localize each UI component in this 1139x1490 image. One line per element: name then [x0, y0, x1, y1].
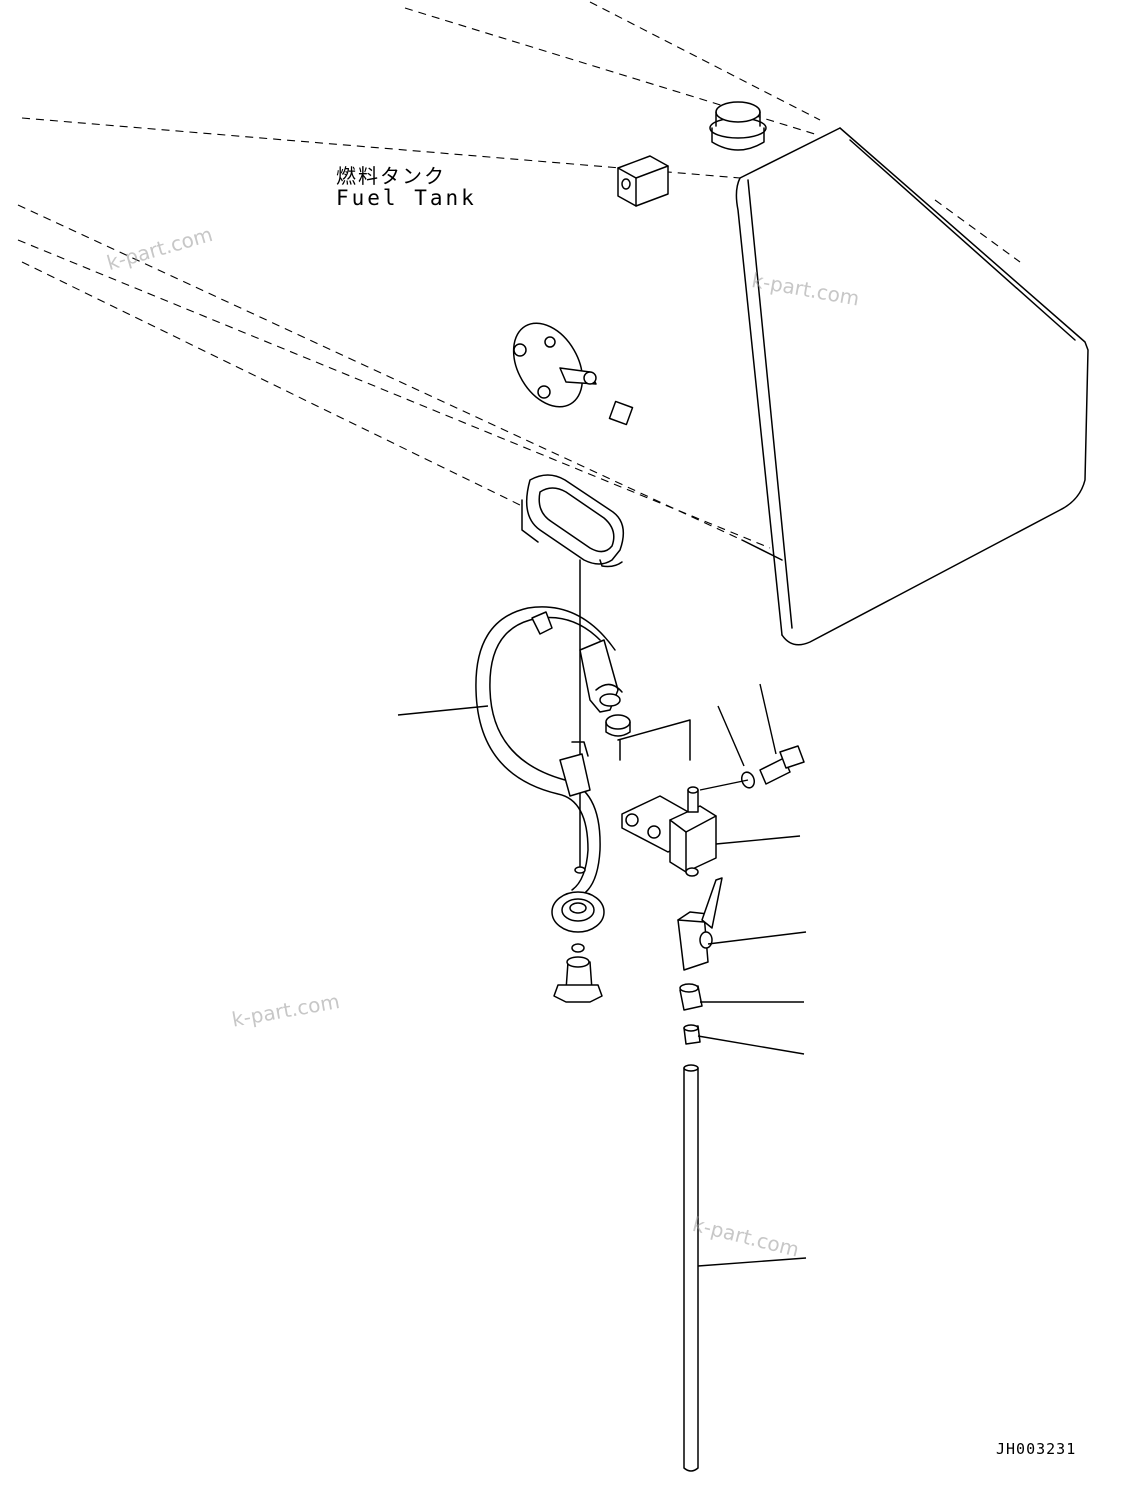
level-gauge-plate	[512, 322, 634, 426]
connector-fitting	[683, 1024, 701, 1045]
mount-boss	[617, 155, 669, 207]
fuel-tank-label-jp: 燃料タンク	[336, 164, 446, 188]
nipple-fitting	[679, 983, 703, 1011]
hose-clamp	[605, 714, 691, 761]
fill-cap	[709, 101, 767, 151]
drain-pipe	[683, 1064, 699, 1472]
leader-lines	[397, 683, 807, 1267]
fuel-tank	[17, 1, 1089, 646]
valve-bracket	[621, 786, 717, 873]
drawing-code: JH003231	[996, 1440, 1077, 1458]
drain-pocket	[521, 474, 625, 568]
drain-valve	[677, 867, 723, 971]
drain-hose	[475, 606, 623, 1003]
washer-bolt	[699, 745, 805, 791]
fuel-tank-label-en: Fuel Tank	[336, 186, 477, 210]
